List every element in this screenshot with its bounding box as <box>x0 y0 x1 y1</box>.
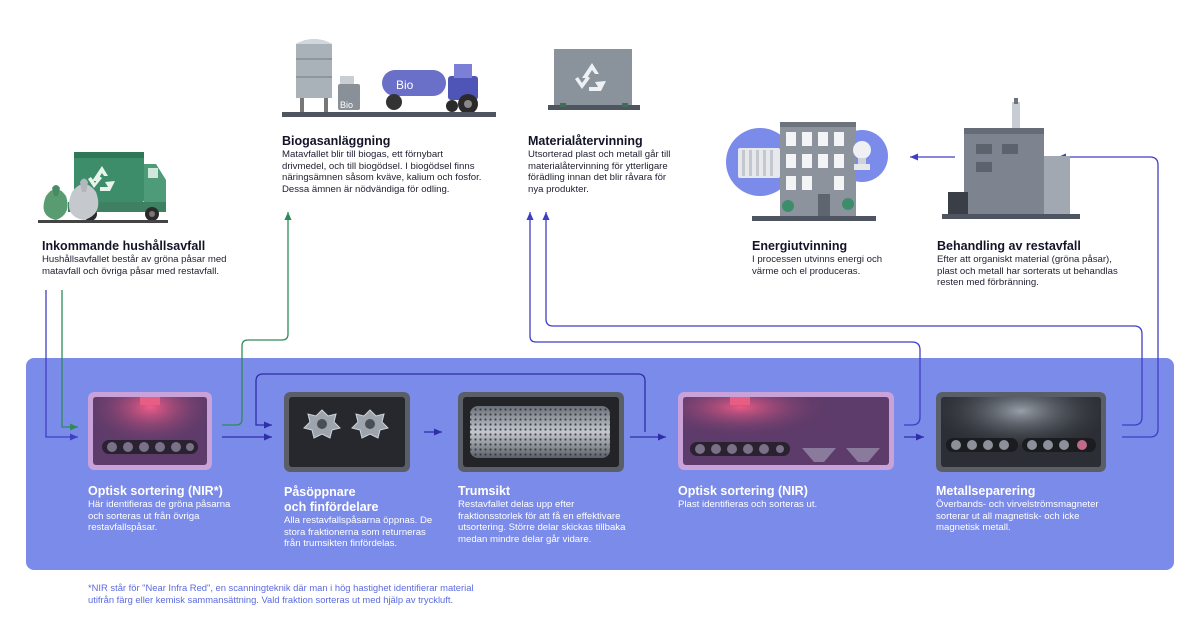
incoming-title: Inkommande hushållsavfall <box>42 239 206 253</box>
arrow-metal-residual <box>1058 153 1159 438</box>
tractor-icon: Bio <box>382 64 478 114</box>
energy-building-icon <box>726 122 888 221</box>
biogas-text: Matavfallet blir till biogas, ett förnyb… <box>282 149 482 195</box>
nir-sorter-icon <box>88 392 212 470</box>
arrow-metal-material <box>542 212 1143 426</box>
incoming-text: Hushållsavfallet består av gröna påsar m… <box>42 254 227 277</box>
arrow-incoming-1 <box>45 290 78 441</box>
garbage-truck-icon <box>38 152 168 223</box>
recycling-symbol-icon <box>88 166 115 191</box>
svg-text:Bio: Bio <box>396 78 414 92</box>
gas-tank-icon: Bio <box>296 39 360 112</box>
svg-text:Bio: Bio <box>340 100 353 110</box>
drum-screen-icon <box>458 392 624 472</box>
apartment-building-icon <box>780 122 856 216</box>
green-bag-icon <box>43 185 68 220</box>
nir-sorter-2-icon <box>678 392 894 470</box>
radiator-icon <box>738 148 780 178</box>
step-3-title: Trumsikt <box>458 484 511 498</box>
material-text: Utsorterad plast och metall går till mat… <box>528 149 671 195</box>
lightbulb-icon <box>853 141 871 170</box>
step-5-text: Överbands- och virvelströmsmagneter sort… <box>936 499 1099 534</box>
arrow-return-loop <box>255 373 646 432</box>
material-title: Materialåtervinning <box>528 134 643 148</box>
energy-text: I processen utvinns energi och värme och… <box>752 254 883 277</box>
arrow-to-biogas <box>222 212 292 426</box>
residual-title: Behandling av restavfall <box>937 239 1081 253</box>
biogas-plant-icon: Bio Bio <box>282 39 496 117</box>
residual-text: Efter att organiskt material (gröna påsa… <box>937 254 1118 289</box>
footnote: *NIR står för "Near Infra Red", en scann… <box>88 582 474 605</box>
arrow-incoming-2 <box>61 290 78 431</box>
incineration-plant-icon <box>942 98 1080 219</box>
metal-separator-icon <box>936 392 1106 472</box>
step-5-title: Metallseparering <box>936 484 1036 498</box>
step-4-title: Optisk sortering (NIR) <box>678 484 808 498</box>
recycling-sign-icon <box>548 49 640 110</box>
step-1-title: Optisk sortering (NIR*) <box>88 484 223 498</box>
grey-bag-icon <box>68 178 99 220</box>
arrow-nir2-material <box>526 212 921 426</box>
step-4-text: Plast identifieras och sorteras ut. <box>678 499 818 510</box>
step-2-title: Påsöppnare och finfördelare <box>284 485 379 514</box>
step-1-text: Här identifieras de gröna påsarna och so… <box>88 499 231 534</box>
step-3-text: Restavfallet delas upp efter fraktionsst… <box>458 499 626 545</box>
energy-title: Energiutvinning <box>752 239 848 253</box>
bag-opener-icon <box>284 392 410 472</box>
step-2-text: Alla restavfallspåsarna öppnas. De stora… <box>284 515 433 550</box>
biogas-title: Biogasanläggning <box>282 134 391 148</box>
